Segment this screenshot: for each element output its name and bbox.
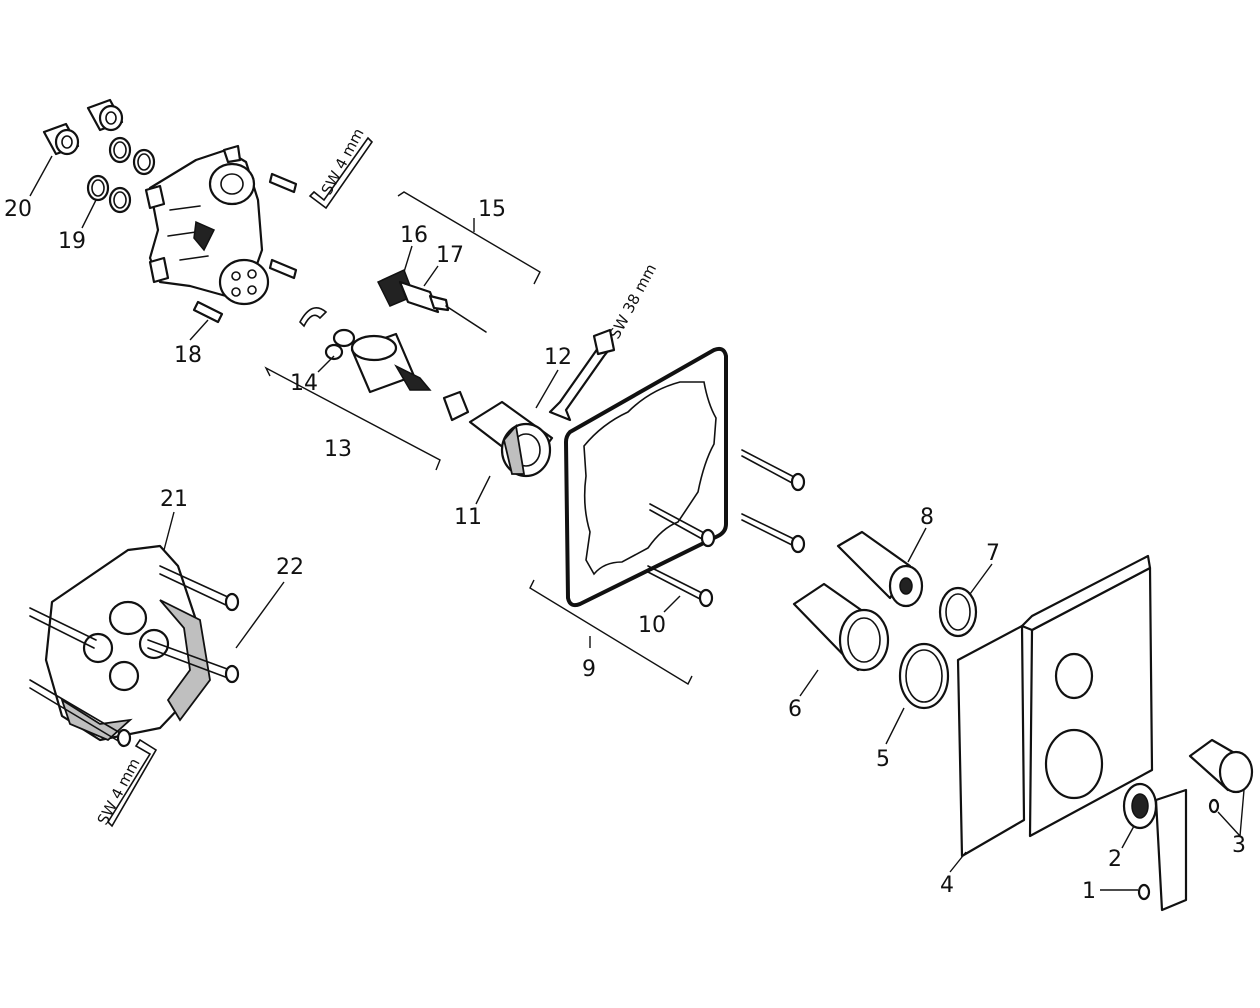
part-7-ring — [938, 586, 978, 638]
label-2: 2 — [1108, 847, 1122, 872]
label-22: 22 — [276, 555, 304, 580]
bracket-15 — [397, 191, 541, 285]
part-16-17-cartridge — [376, 245, 487, 333]
label-14: 14 — [290, 371, 318, 396]
label-10: 10 — [638, 613, 666, 638]
label-15: 15 — [478, 197, 506, 222]
part-14-clip-rings — [299, 306, 356, 361]
label-13: 13 — [324, 437, 352, 462]
label-3: 3 — [1232, 833, 1246, 858]
part-3-knob — [1188, 738, 1254, 814]
part-1-grub-screw — [1137, 883, 1151, 901]
part-13-cartridge — [350, 332, 470, 422]
label-9: 9 — [582, 657, 596, 682]
label-6: 6 — [788, 697, 802, 722]
part-9-mounting-plate — [564, 346, 728, 608]
hex-key-bottom: SW 4 mm — [94, 738, 158, 828]
label-11: 11 — [454, 505, 482, 530]
part-10-screws — [647, 449, 806, 608]
hex-key-top: SW 4 mm — [308, 125, 374, 210]
part-20-nipples — [42, 98, 124, 156]
part-2-handle — [1122, 782, 1188, 912]
part-6-sleeve — [792, 582, 890, 672]
label-4: 4 — [940, 873, 954, 898]
label-8: 8 — [920, 505, 934, 530]
bracket-9 — [529, 579, 693, 685]
valve-body — [144, 144, 270, 306]
part-5-ring — [898, 642, 950, 710]
part-4-cover-plate — [956, 554, 1154, 858]
label-19: 19 — [58, 229, 86, 254]
hex-key-bottom-label: SW 4 mm — [94, 755, 144, 828]
label-21: 21 — [160, 487, 188, 512]
part-21-installation-block — [44, 544, 211, 742]
hex-key-top-label: SW 4 mm — [318, 125, 368, 198]
part-19-rings — [86, 136, 156, 214]
label-18: 18 — [174, 343, 202, 368]
label-12: 12 — [544, 345, 572, 370]
part-22-screws — [29, 565, 240, 748]
part-11-sleeve — [468, 400, 554, 478]
part-8-sleeve — [836, 530, 924, 608]
label-5: 5 — [876, 747, 890, 772]
label-16: 16 — [400, 223, 428, 248]
label-7: 7 — [986, 541, 1000, 566]
wrench-label: SW 38 mm — [606, 261, 660, 342]
label-17: 17 — [436, 243, 464, 268]
bracket-13 — [264, 366, 441, 471]
label-1: 1 — [1082, 879, 1096, 904]
label-20: 20 — [4, 197, 32, 222]
screws-body — [192, 172, 298, 324]
